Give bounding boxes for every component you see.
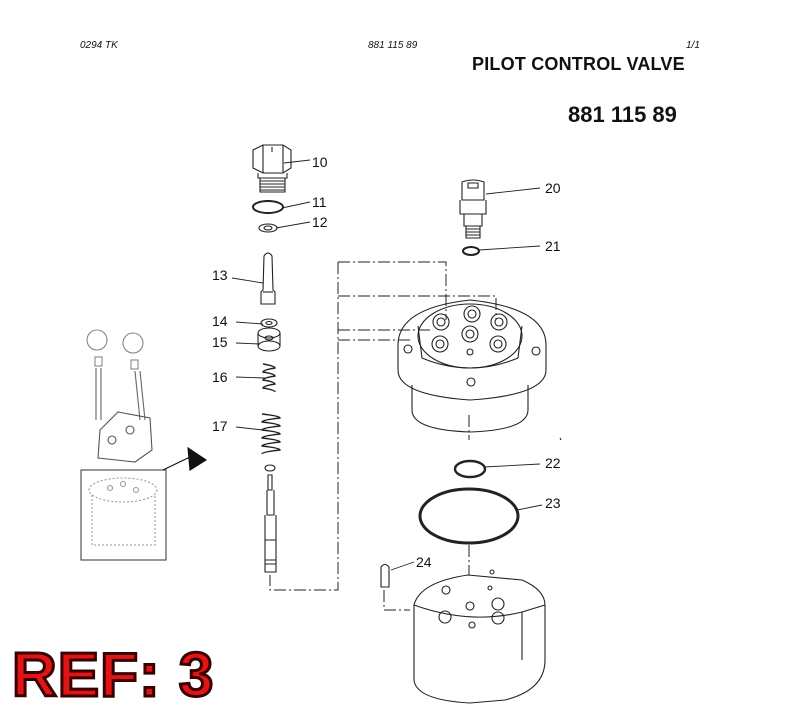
assembly-thumbnail [80, 329, 167, 561]
part-21-o-ring [462, 246, 480, 256]
callout-20: 20 [545, 180, 561, 196]
valve-body [397, 299, 562, 441]
callout-17: 17 [212, 418, 228, 434]
header-doc-number: 881 115 89 [368, 40, 418, 51]
reference-label: REF: 3 [10, 641, 215, 710]
assembly-leader-lines [269, 261, 497, 611]
document-title: PILOT CONTROL VALVE [472, 54, 685, 74]
part-17-spring [261, 413, 281, 455]
part-12-washer [258, 223, 278, 233]
part-number: 881 115 89 [568, 102, 677, 127]
callout-24: 24 [416, 554, 432, 570]
callout-21: 21 [545, 238, 561, 254]
part-13-plunger [260, 252, 276, 305]
part-22-o-ring [453, 459, 487, 479]
callout-10: 10 [312, 154, 328, 170]
callout-23: 23 [545, 495, 561, 511]
part-16-spring [262, 363, 276, 393]
part-15-spring-seat [257, 327, 281, 352]
spool-assembly [264, 464, 277, 573]
part-24-pin [380, 563, 390, 588]
callout-11: 11 [312, 194, 327, 210]
callout-12: 12 [312, 214, 328, 230]
header-doc-code: 0294 TK [80, 40, 118, 51]
part-10-plug [252, 144, 292, 193]
pointer-arrow [187, 446, 208, 471]
callout-22: 22 [545, 455, 561, 471]
callout-16: 16 [212, 369, 228, 385]
callout-13: 13 [212, 267, 228, 283]
part-11-o-ring [252, 200, 284, 214]
lower-housing [413, 569, 546, 704]
header-page-indicator: 1/1 [686, 40, 700, 51]
part-20-plug [459, 179, 487, 239]
part-14-washer [260, 318, 278, 328]
part-23-o-ring [418, 487, 520, 545]
callout-leaders [231, 159, 543, 571]
callout-15: 15 [212, 334, 228, 350]
callout-14: 14 [212, 313, 228, 329]
